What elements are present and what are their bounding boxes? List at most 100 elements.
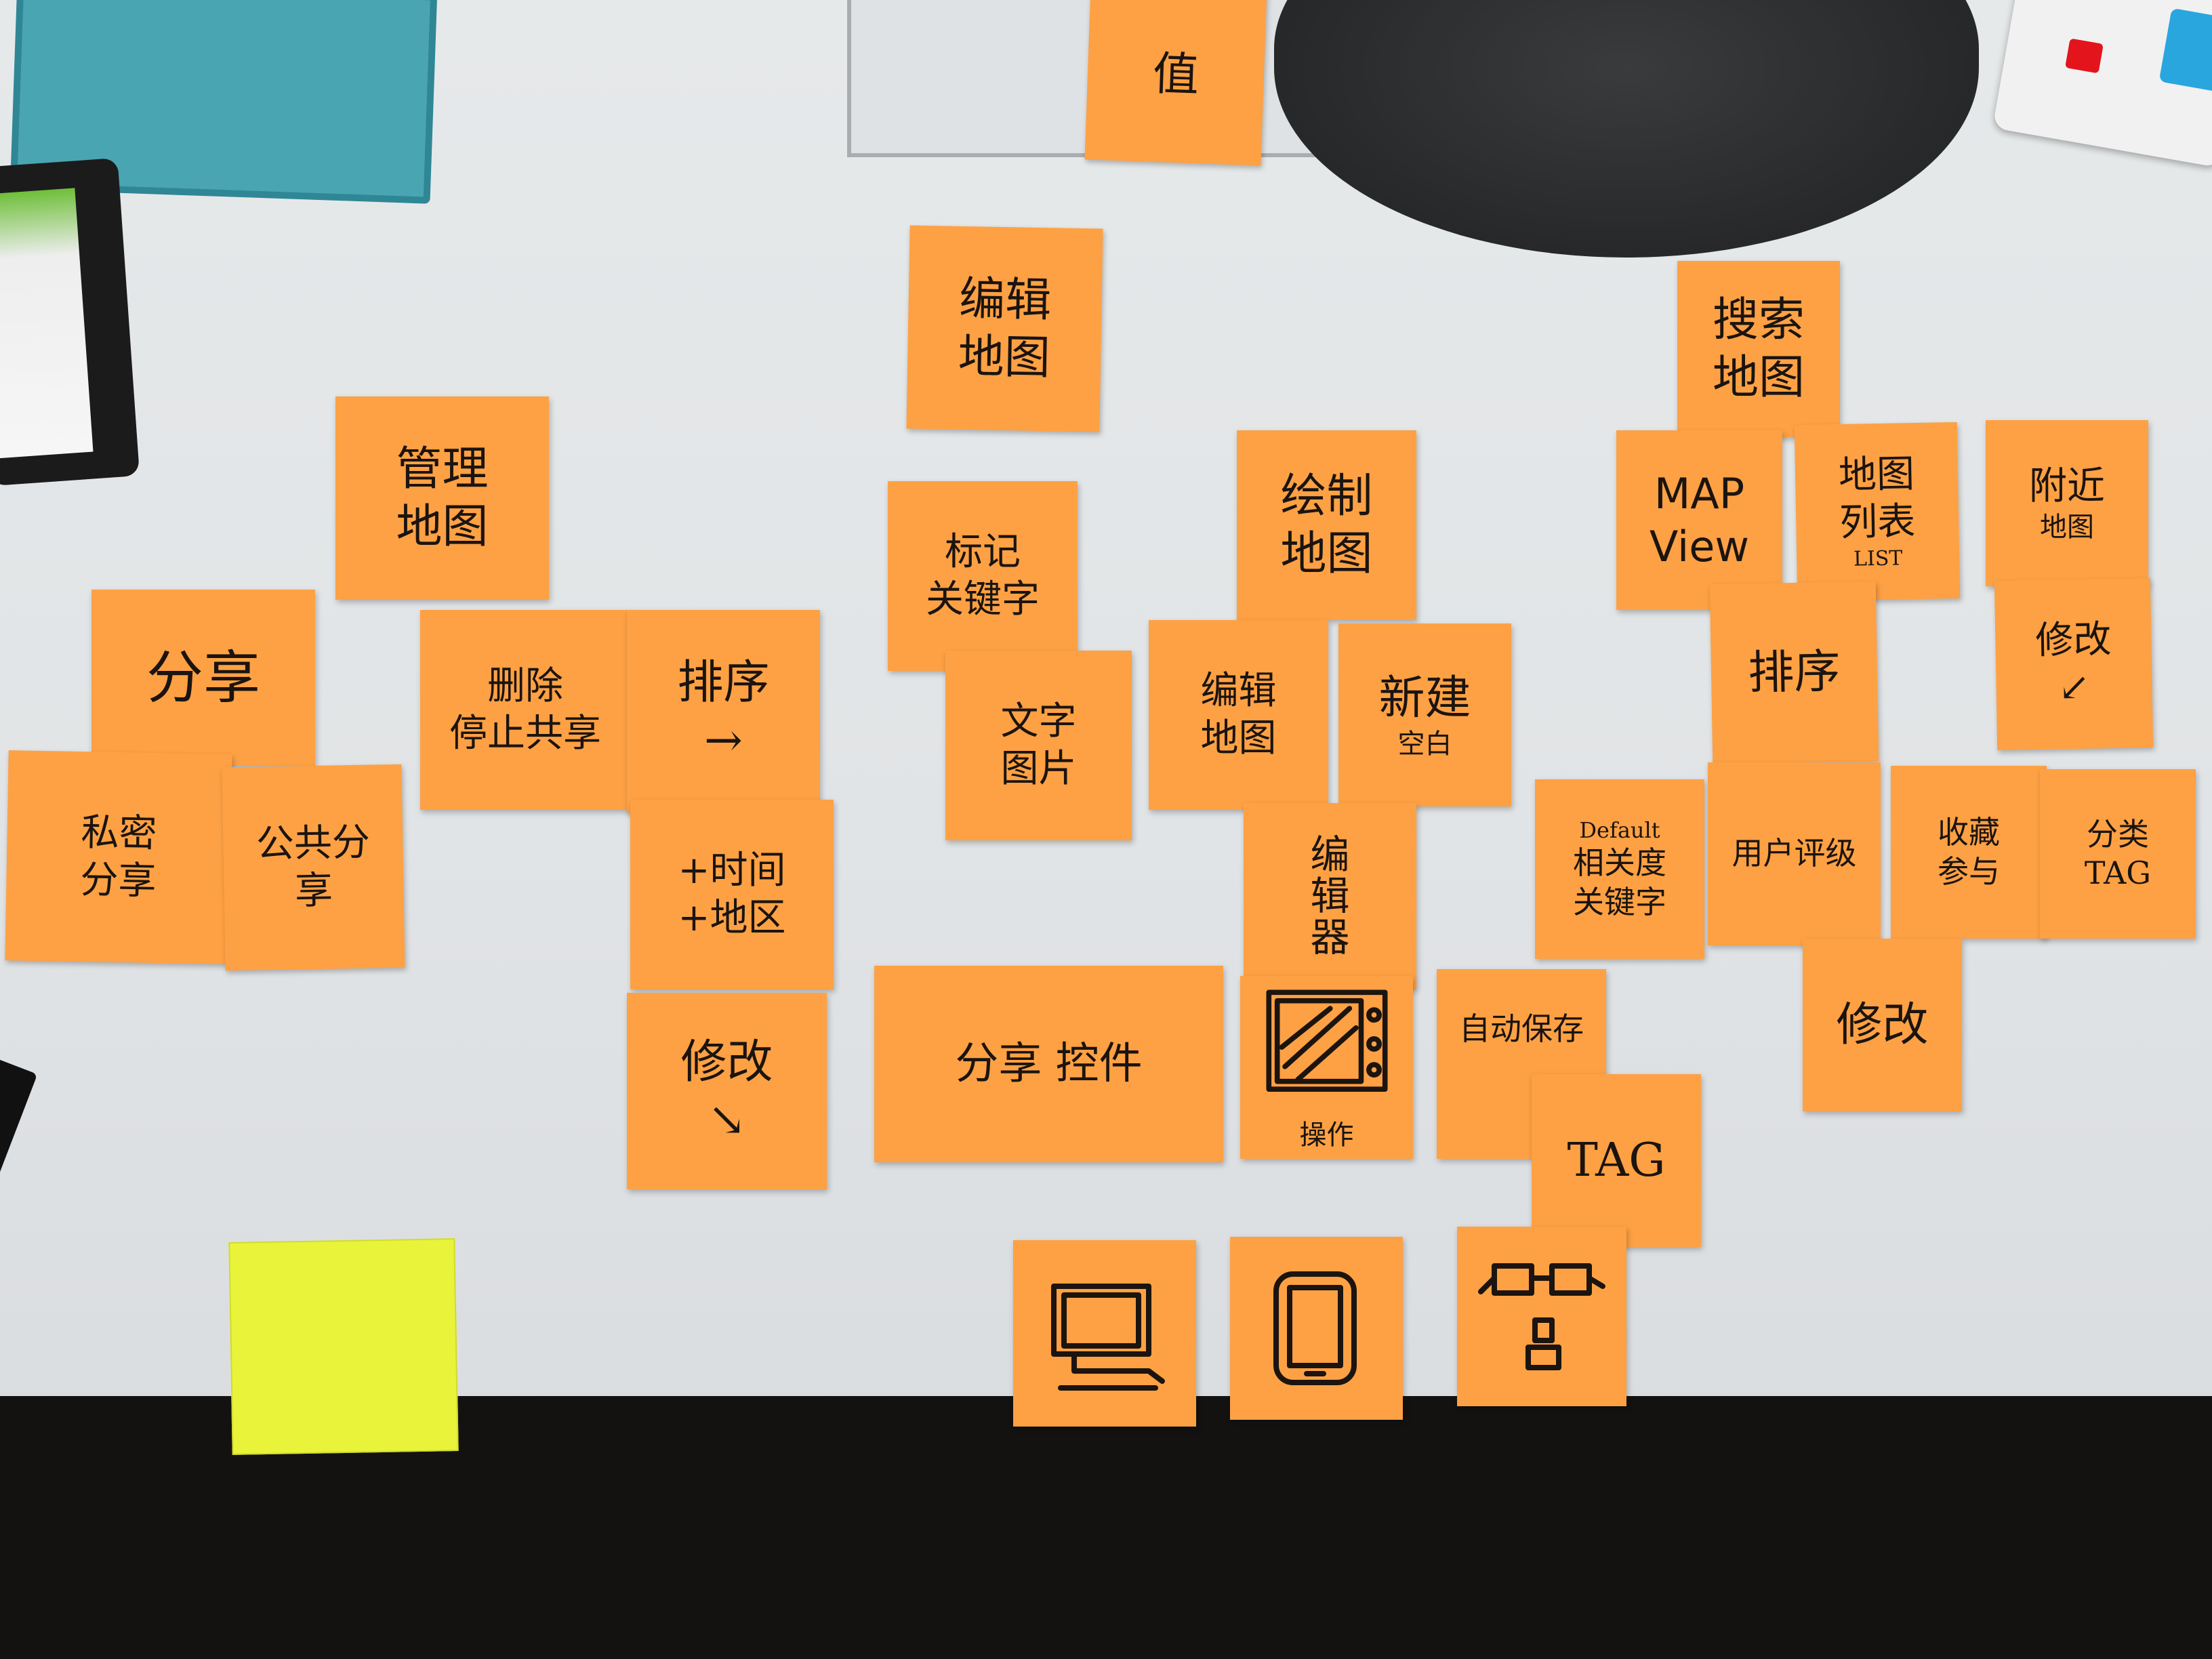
- note-line: 管理: [396, 443, 489, 496]
- note-line: ↘: [708, 1093, 746, 1147]
- note-line: 地图: [1280, 527, 1373, 581]
- note-nearby-map: 附近 地图: [1986, 420, 2148, 586]
- note-line: TAG: [1567, 1134, 1666, 1187]
- note-line: 修改: [2034, 617, 2112, 663]
- note-private-share: 私密 分享: [5, 750, 232, 964]
- smart-glasses-icon: [1478, 1263, 1605, 1370]
- note-map-view: MAP View: [1616, 430, 1782, 610]
- note-device-tablet: [1230, 1237, 1403, 1420]
- note-line: 收藏: [1938, 814, 2000, 851]
- note-delete-stop-share: 删除 停止共享: [420, 610, 630, 810]
- note-line: 分类: [2087, 815, 2149, 853]
- note-line: 地图: [396, 500, 489, 554]
- note-line: 辑: [1310, 873, 1350, 920]
- note-line: ↙: [2057, 665, 2091, 710]
- sketch-diagram: [1265, 989, 1388, 1092]
- note-line: 自动保存: [1459, 1010, 1584, 1047]
- note-line: 文字: [1000, 699, 1077, 743]
- note-sketch-operations: 操作: [1240, 976, 1413, 1159]
- note-line: 编辑: [958, 272, 1052, 328]
- note-line: 停止共享: [449, 711, 601, 756]
- note-line: 地图: [958, 329, 1051, 386]
- note-public-share: 公共分 享: [222, 764, 405, 971]
- note-relevance: Default 相关度 关键字: [1535, 779, 1704, 959]
- note-line: 公共分: [255, 820, 371, 867]
- note-line: →: [704, 714, 743, 767]
- tablet-icon: [1273, 1271, 1357, 1385]
- note-modify-left: 修改 ↘: [627, 993, 827, 1189]
- note-time-area: +时间 +地区: [630, 800, 834, 989]
- note-line: 私密: [81, 811, 158, 856]
- note-line: 排序: [677, 656, 770, 710]
- note-line: 编: [1310, 832, 1350, 878]
- note-line: 列表: [1839, 499, 1916, 546]
- note-line: 附近: [2029, 464, 2105, 508]
- smartphone: [0, 157, 140, 487]
- note-line: 相关度: [1573, 844, 1666, 881]
- note-line: 空白: [1397, 728, 1452, 760]
- note-line: 标记: [945, 530, 1021, 574]
- note-manage-map: 管理 地图: [335, 396, 549, 600]
- note-line: 用户评级: [1732, 835, 1857, 872]
- note-line: 分享 控件: [955, 1039, 1143, 1089]
- note-new-blank: 新建 空白: [1338, 623, 1511, 806]
- note-line: +地区: [678, 896, 786, 940]
- note-line: 修改: [1836, 998, 1929, 1052]
- phone-screen: [0, 188, 94, 459]
- note-line: Default: [1579, 817, 1660, 843]
- note-line: 删除: [487, 663, 563, 708]
- note-auto-save: 自动保存: [1437, 969, 1606, 1159]
- note-line: 地图: [2040, 511, 2094, 543]
- note-line: 器: [1310, 914, 1350, 960]
- note-line: 新建: [1378, 671, 1471, 725]
- note-sort-right: 排序: [1709, 581, 1879, 764]
- note-line: 享: [294, 868, 333, 914]
- note-edit-map-mid: 编辑 地图: [1149, 620, 1328, 810]
- note-mark-keyword: 标记 关键字: [888, 481, 1078, 671]
- note-modify-right-2: 修改: [1803, 939, 1962, 1111]
- note-edit-map-top: 编辑 地图: [906, 225, 1103, 432]
- note-line: TAG: [2084, 855, 2152, 891]
- note-line: 地图: [1712, 351, 1805, 405]
- note-line: 编辑: [1200, 669, 1277, 713]
- note-line: 修改: [680, 1036, 773, 1089]
- note-line: 操作: [1299, 1120, 1354, 1151]
- note-line: 参与: [1938, 853, 2000, 890]
- note-line: 分享: [146, 644, 260, 711]
- note-modify-right-1: 修改 ↙: [1994, 578, 2154, 750]
- blank-sticky-pad: [228, 1238, 459, 1455]
- note-line: 关键字: [1573, 883, 1666, 920]
- note-line: View: [1649, 521, 1750, 571]
- note-category-tag: 分类 TAG: [2040, 769, 2196, 939]
- note-draw-map: 绘制 地图: [1237, 430, 1416, 620]
- note-share: 分享: [91, 590, 315, 766]
- note-line: 地图: [1838, 452, 1915, 498]
- note-line: 绘制: [1280, 470, 1373, 523]
- note-user-rating: 用户评级: [1708, 762, 1881, 945]
- note-search-map: 搜索 地图: [1677, 261, 1840, 437]
- note-line: 排序: [1747, 644, 1841, 701]
- power-switch: [2065, 38, 2104, 74]
- note-line: 搜索: [1712, 293, 1805, 347]
- note-line: 分享: [79, 858, 157, 903]
- note-tag: TAG: [1532, 1074, 1701, 1247]
- note-device-glasses: [1457, 1227, 1626, 1406]
- note-collect: 收藏 参与: [1891, 766, 2047, 939]
- note-share-widget: 分享 控件: [874, 966, 1223, 1162]
- note-map-list: 地图 列表 LIST: [1794, 422, 1961, 602]
- note-line: LIST: [1853, 546, 1903, 571]
- note-editor: 编 辑 器: [1244, 803, 1416, 989]
- note-device-desktop: [1013, 1240, 1196, 1427]
- note-sort-left: 排序 →: [627, 610, 820, 813]
- note-line: 关键字: [926, 577, 1040, 621]
- desktop-computer-icon: [1051, 1283, 1165, 1391]
- note-top: 值: [1084, 0, 1267, 166]
- power-socket: [2158, 7, 2212, 95]
- note-line: +时间: [678, 848, 786, 893]
- note-line: MAP: [1654, 469, 1745, 518]
- note-line: 图片: [1000, 747, 1077, 791]
- note-text-image: 文字 图片: [945, 651, 1132, 840]
- note-line: 地图: [1200, 716, 1277, 760]
- note-line: 值: [1151, 47, 1200, 102]
